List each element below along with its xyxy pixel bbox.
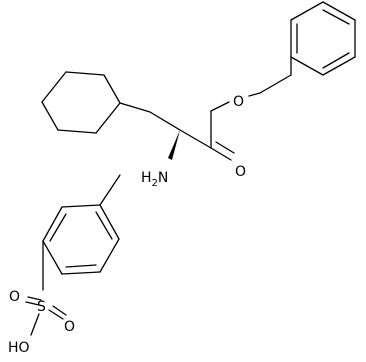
carbonyl-oxygen-label: O [235,164,246,180]
sulfonic-acid-group [25,240,67,336]
sulfur-label: S [37,299,46,315]
ester-oxygen-label: O [233,94,244,110]
tosyl-benzene-ring [42,204,120,275]
sulfonyl-oxygen-top-label: O [9,289,20,305]
stereo-wedge-bond [168,130,180,160]
hydroxyl-label: HO [8,340,30,356]
tosyl-methyl [99,174,121,206]
sulfonyl-oxygen-right-label: O [64,319,75,335]
amine-label: H2N [141,170,168,189]
carbonyl-group [210,110,235,161]
alpha-carbon [168,129,212,160]
side-chain [119,102,181,131]
benzyl-phenyl-ring [290,1,356,76]
cyclohexane-ring [41,71,121,134]
ester-linker [210,56,292,112]
